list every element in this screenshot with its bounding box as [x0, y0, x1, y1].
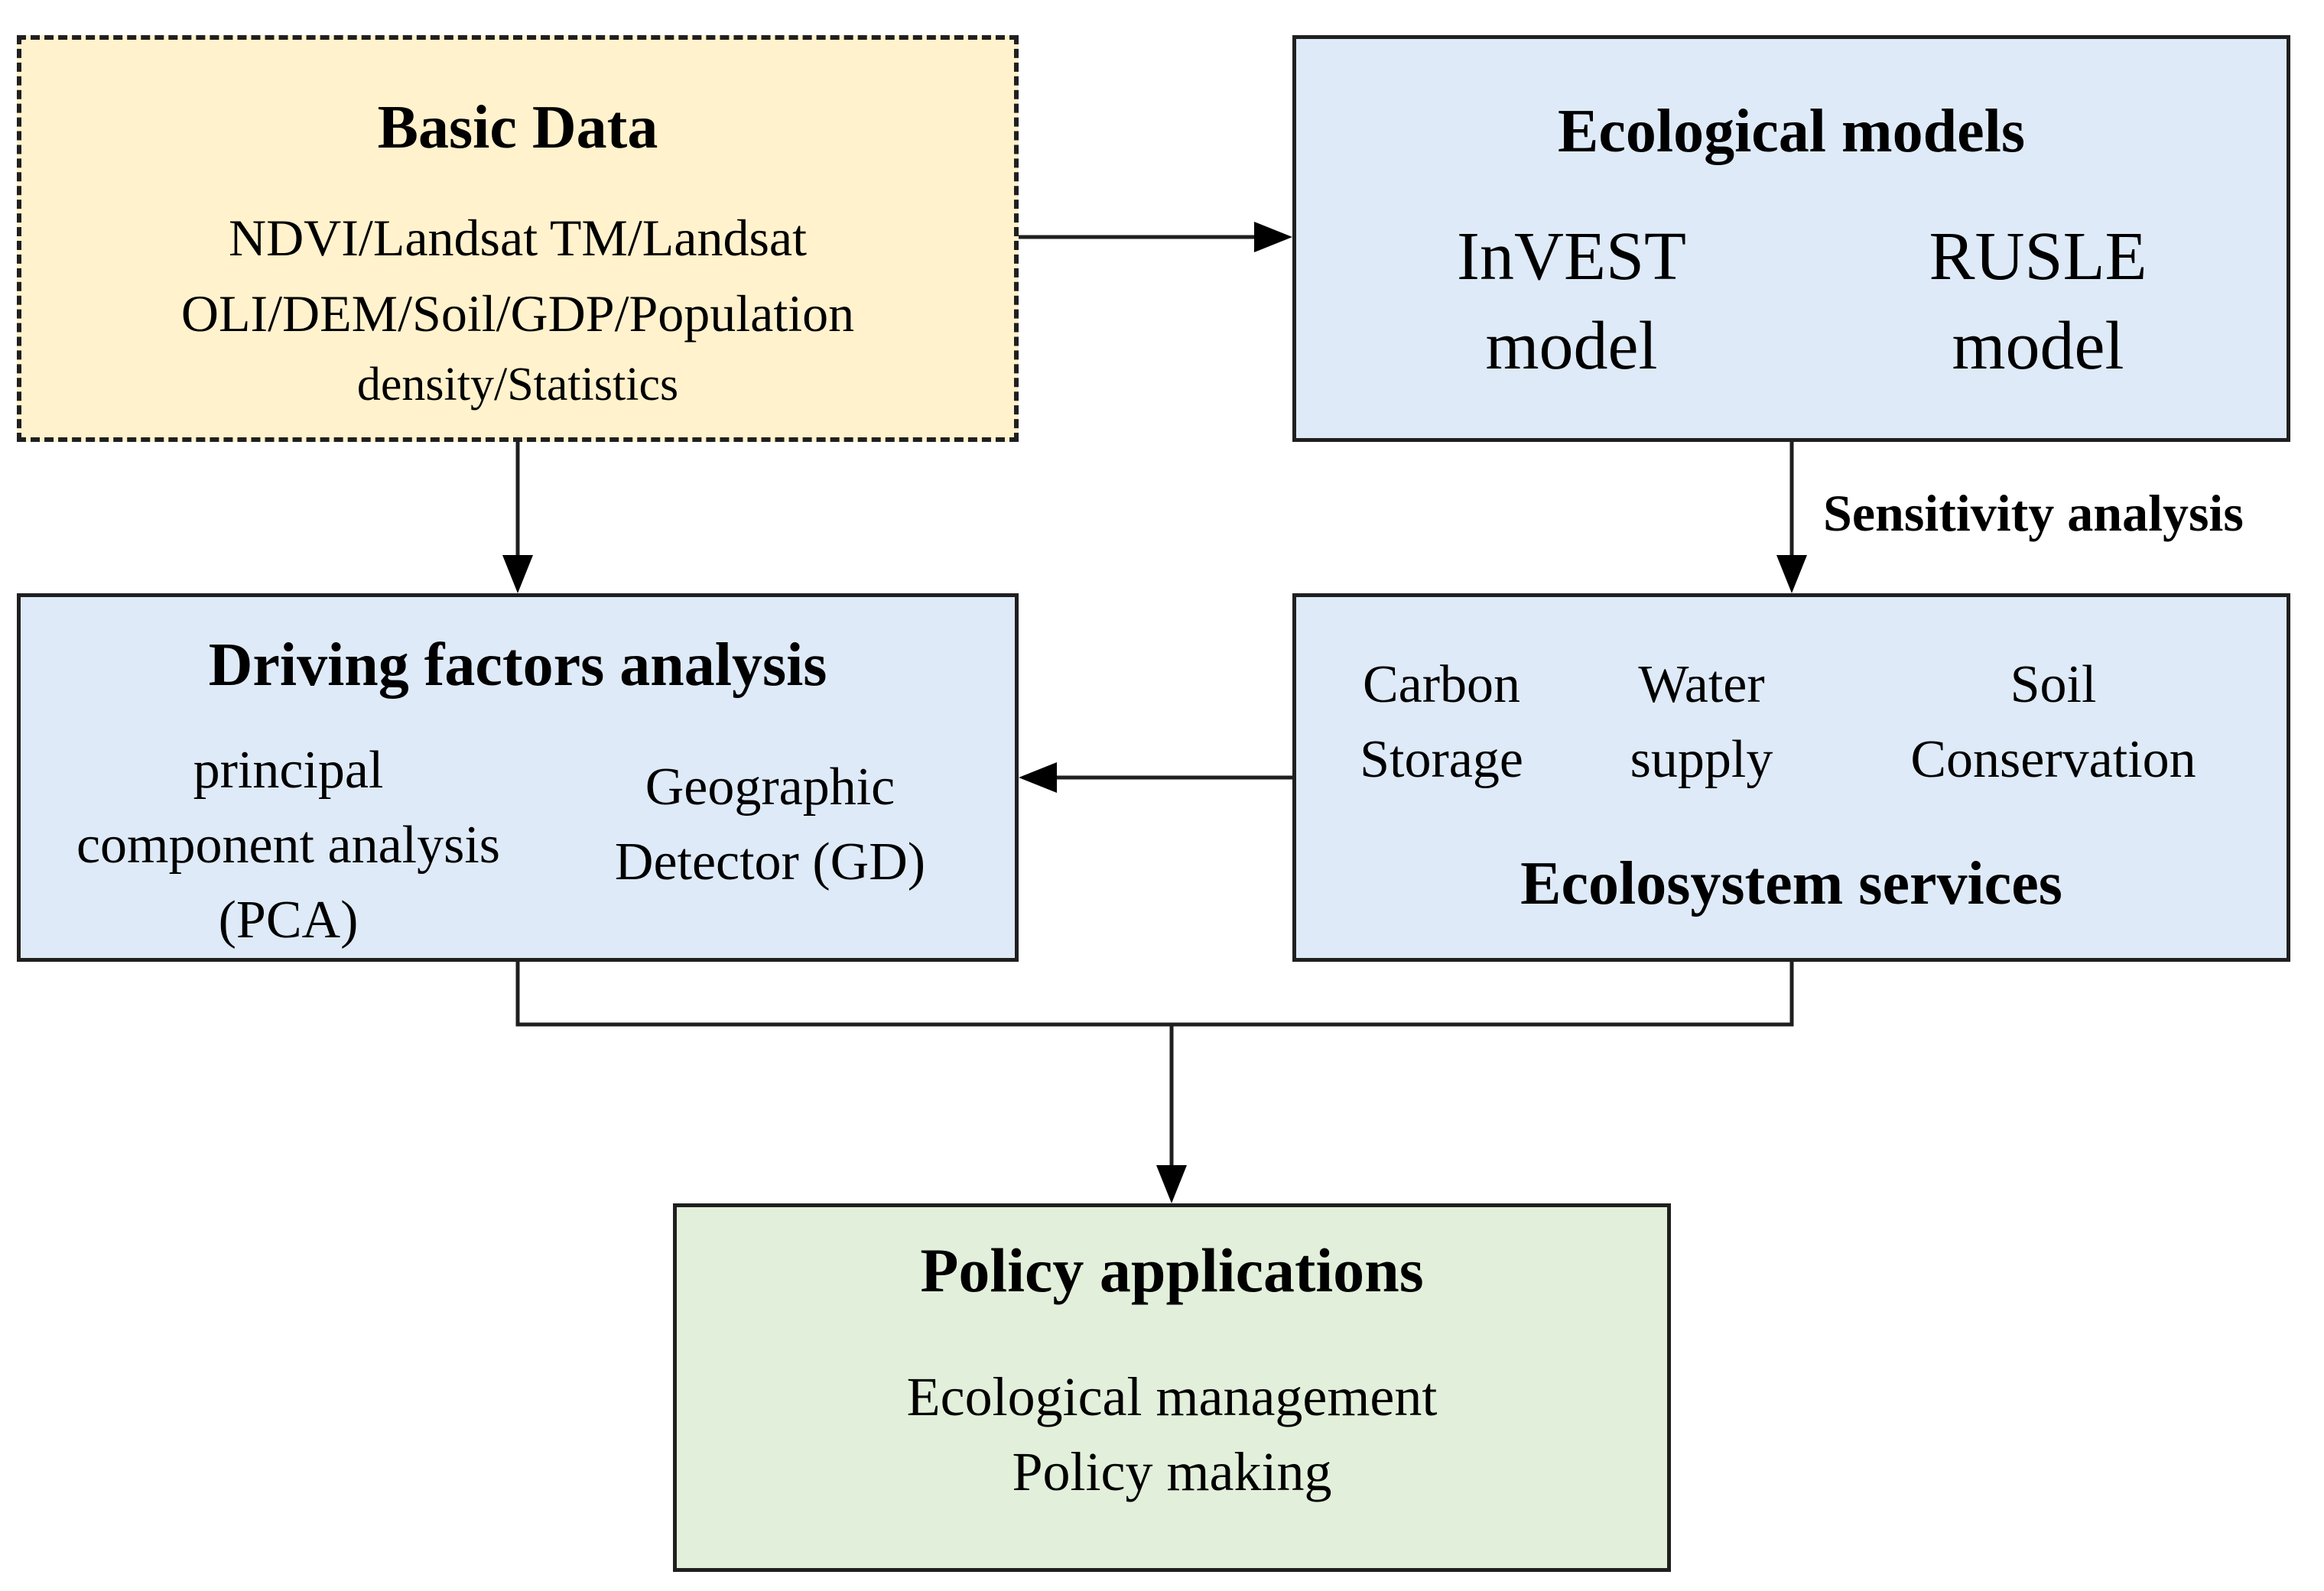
basic-data-title: Basic Data — [377, 94, 658, 161]
carbon-storage-label: Carbon Storage — [1327, 648, 1556, 797]
arrowhead-models-to-services — [1776, 555, 1807, 593]
ecological-models-title: Ecological models — [1557, 98, 2026, 165]
carbon-line-2: Storage — [1360, 730, 1523, 789]
water-supply-label: Water supply — [1587, 648, 1816, 797]
invest-line-2: model — [1485, 308, 1658, 384]
ecosystem-services-box: Carbon Storage Water supply Soil Conserv… — [1292, 593, 2290, 962]
pca-line-3: (PCA) — [218, 891, 359, 950]
rusle-model-label: RUSLE model — [1877, 212, 2199, 391]
gd-line-1: Geographic — [645, 758, 895, 817]
policy-applications-title: Policy applications — [920, 1235, 1424, 1305]
driving-factors-title: Driving factors analysis — [208, 632, 827, 699]
gd-line-2: Detector (GD) — [614, 833, 926, 891]
arrowhead-basic-to-driving — [502, 555, 533, 593]
merge-connector — [515, 962, 1794, 1027]
pca-line-1: principal — [193, 741, 384, 800]
soil-line-2: Conservation — [1910, 730, 2196, 789]
sensitivity-analysis-label: Sensitivity analysis — [1823, 484, 2244, 542]
pca-line-2: component analysis — [76, 816, 501, 875]
water-line-2: supply — [1630, 730, 1773, 789]
soil-conservation-label: Soil Conservation — [1870, 648, 2237, 797]
basic-data-line-3: density/Statistics — [356, 359, 679, 411]
invest-line-1: InVEST — [1457, 219, 1686, 294]
driving-factors-box: Driving factors analysis principal compo… — [17, 593, 1019, 962]
policy-line-1: Ecological management — [906, 1366, 1438, 1427]
gd-label: Geographic Detector (GD) — [571, 750, 969, 900]
rusle-line-1: RUSLE — [1929, 219, 2147, 294]
water-line-1: Water — [1638, 655, 1765, 714]
policy-applications-box: Policy applications Ecological managemen… — [673, 1203, 1671, 1572]
policy-text: Ecological management Policy making — [677, 1360, 1667, 1510]
soil-line-1: Soil — [2010, 655, 2097, 714]
arrowhead-merge-to-policy — [1156, 1165, 1187, 1203]
rusle-line-2: model — [1952, 308, 2124, 384]
arrowhead-services-to-driving — [1019, 762, 1057, 793]
basic-data-line-1: NDVI/Landsat TM/Landsat — [228, 209, 808, 267]
arrowhead-basic-to-models — [1254, 222, 1292, 252]
invest-model-label: InVEST model — [1403, 212, 1740, 391]
basic-data-line-2: OLI/DEM/Soil/GDP/Population — [180, 284, 855, 343]
policy-line-2: Policy making — [1012, 1440, 1332, 1502]
ecological-models-box: Ecological models InVEST model RUSLE mod… — [1292, 35, 2290, 442]
pca-label: principal component analysis (PCA) — [21, 733, 556, 958]
basic-data-box: Basic Data NDVI/Landsat TM/Landsat OLI/D… — [17, 35, 1019, 442]
basic-data-text: NDVI/Landsat TM/Landsat OLI/DEM/Soil/GDP… — [21, 200, 1014, 420]
carbon-line-1: Carbon — [1362, 655, 1521, 714]
ecosystem-services-title: Ecolosystem services — [1520, 850, 2062, 917]
